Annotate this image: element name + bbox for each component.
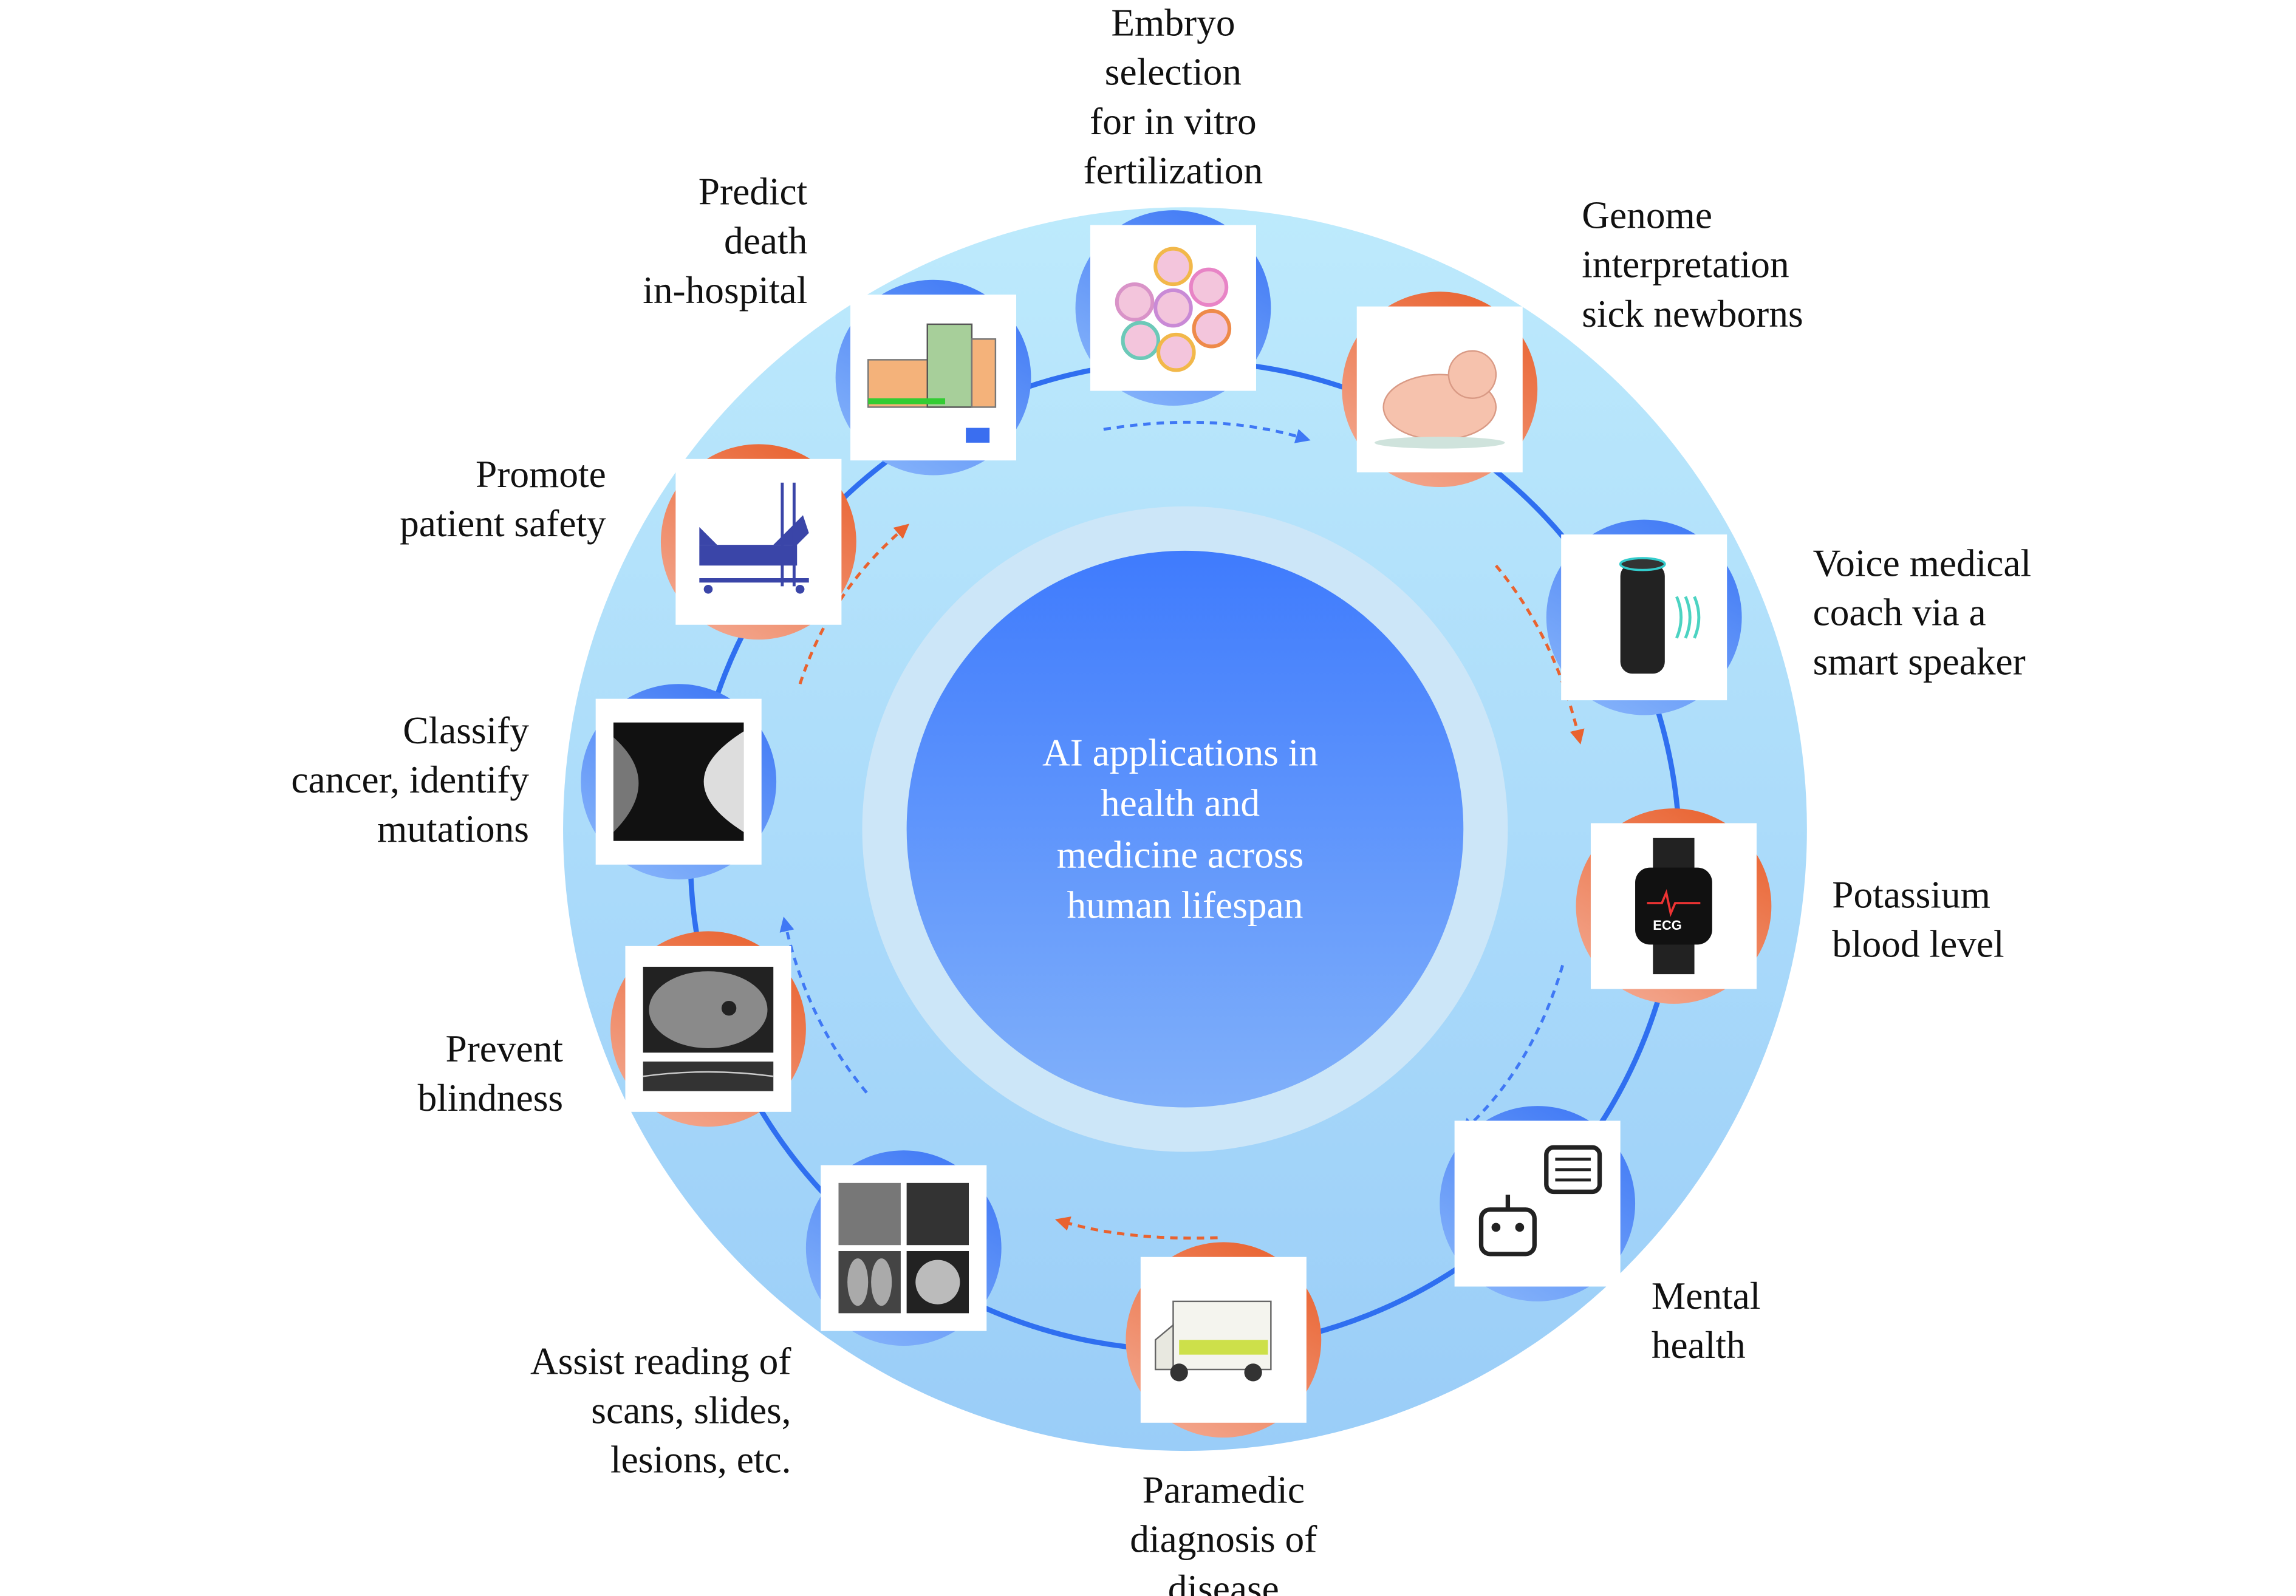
- label-line: Voice medical: [1813, 542, 2032, 584]
- flow-arrow: [1054, 1216, 1218, 1240]
- label-line: Paramedic: [1143, 1468, 1305, 1511]
- center-title: AI applications in health and medicine a…: [1042, 731, 1328, 926]
- node-assist: [805, 1150, 1002, 1346]
- label-line: blood level: [1832, 923, 2004, 966]
- ambulance-icon: [1154, 1300, 1272, 1382]
- node-safety: [660, 444, 856, 640]
- smart-speaker-icon: [1619, 557, 1701, 674]
- label-hospital: Predict death in-hospital: [643, 170, 807, 311]
- label-line: patient safety: [400, 502, 606, 545]
- label-line: Classify: [403, 709, 529, 752]
- label-line: blindness: [418, 1077, 563, 1119]
- flow-arrow: [1495, 564, 1585, 745]
- hospital-bed-icon: [699, 482, 809, 594]
- label-line: lesions, etc.: [610, 1439, 791, 1481]
- label-line: death: [724, 220, 807, 262]
- center-line: health and: [1101, 782, 1260, 824]
- center-line: medicine across: [1057, 834, 1304, 876]
- center-line: human lifespan: [1067, 884, 1303, 926]
- chatbot-icon: [1478, 1145, 1602, 1257]
- node-hospital: [835, 279, 1031, 476]
- label-line: health: [1652, 1324, 1746, 1366]
- node-blindness: [610, 931, 806, 1127]
- label-classify: Classify cancer, identify mutations: [291, 709, 529, 850]
- node-paramedic: [1126, 1242, 1322, 1438]
- label-blindness: Prevent blindness: [418, 1028, 564, 1119]
- label-line: selection: [1105, 51, 1242, 94]
- label-assist: Assist reading of scans, slides, lesions, …: [530, 1340, 791, 1481]
- label-line: Embryo: [1111, 2, 1235, 44]
- label-line: Predict: [699, 170, 808, 213]
- label-line: interpretation: [1582, 244, 1789, 286]
- flow-arrow: [1461, 964, 1564, 1133]
- label-potassium: Potassium blood level: [1832, 873, 2004, 965]
- node-classify: [581, 684, 777, 880]
- newborn-icon: [1374, 350, 1505, 449]
- label-line: cancer, identify: [291, 759, 529, 801]
- node-mental: [1440, 1106, 1636, 1301]
- label-line: Potassium: [1832, 873, 1990, 916]
- flow-arrow: [779, 916, 868, 1094]
- label-line: Prevent: [445, 1028, 563, 1070]
- label-line: mutations: [377, 808, 529, 850]
- node-embryo: [1075, 210, 1271, 406]
- label-line: disease: [1168, 1567, 1279, 1596]
- label-mental: Mental health: [1652, 1275, 1761, 1366]
- label-embryo: Embryo selection for in vitro fertilization: [1084, 2, 1263, 193]
- label-line: diagnosis of: [1130, 1518, 1317, 1561]
- ecg-icon-text: ECG: [1653, 918, 1682, 933]
- mammogram-icon: [613, 722, 744, 841]
- embryo-cells-icon: [1115, 247, 1232, 372]
- label-line: for in vitro: [1090, 100, 1257, 143]
- hospital-building-icon: [867, 323, 997, 443]
- application-labels: Embryo selection for in vitro fertilization…: [291, 2, 2031, 1596]
- icon-frame: [1454, 1120, 1621, 1287]
- label-line: Promote: [476, 453, 606, 496]
- label-line: in-hospital: [643, 269, 807, 312]
- label-line: Assist reading of: [530, 1340, 791, 1382]
- label-line: sick newborns: [1582, 293, 1803, 335]
- label-line: coach via a: [1813, 592, 1986, 634]
- flow-arrow: [1103, 420, 1311, 443]
- label-paramedic: Paramedic diagnosis of disease: [1130, 1468, 1317, 1596]
- label-line: smart speaker: [1813, 641, 2026, 683]
- label-safety: Promote patient safety: [400, 453, 606, 545]
- medical-scans-icon: [838, 1182, 969, 1314]
- application-nodes: ECG: [581, 210, 1772, 1438]
- label-line: Genome: [1582, 194, 1712, 236]
- node-potassium: ECG: [1576, 808, 1772, 1004]
- label-line: scans, slides,: [591, 1390, 791, 1432]
- label-voice: Voice medical coach via a smart speaker: [1813, 542, 2032, 683]
- label-line: Mental: [1652, 1275, 1761, 1317]
- center-circle: [906, 550, 1464, 1108]
- node-voice: [1546, 519, 1742, 715]
- node-genome: [1342, 292, 1538, 488]
- label-genome: Genome interpretation sick newborns: [1582, 194, 1803, 335]
- retina-scan-icon: [643, 966, 774, 1091]
- center-line: AI applications in: [1042, 731, 1318, 774]
- smartwatch-ecg-icon: ECG: [1635, 837, 1712, 975]
- label-line: fertilization: [1084, 149, 1263, 192]
